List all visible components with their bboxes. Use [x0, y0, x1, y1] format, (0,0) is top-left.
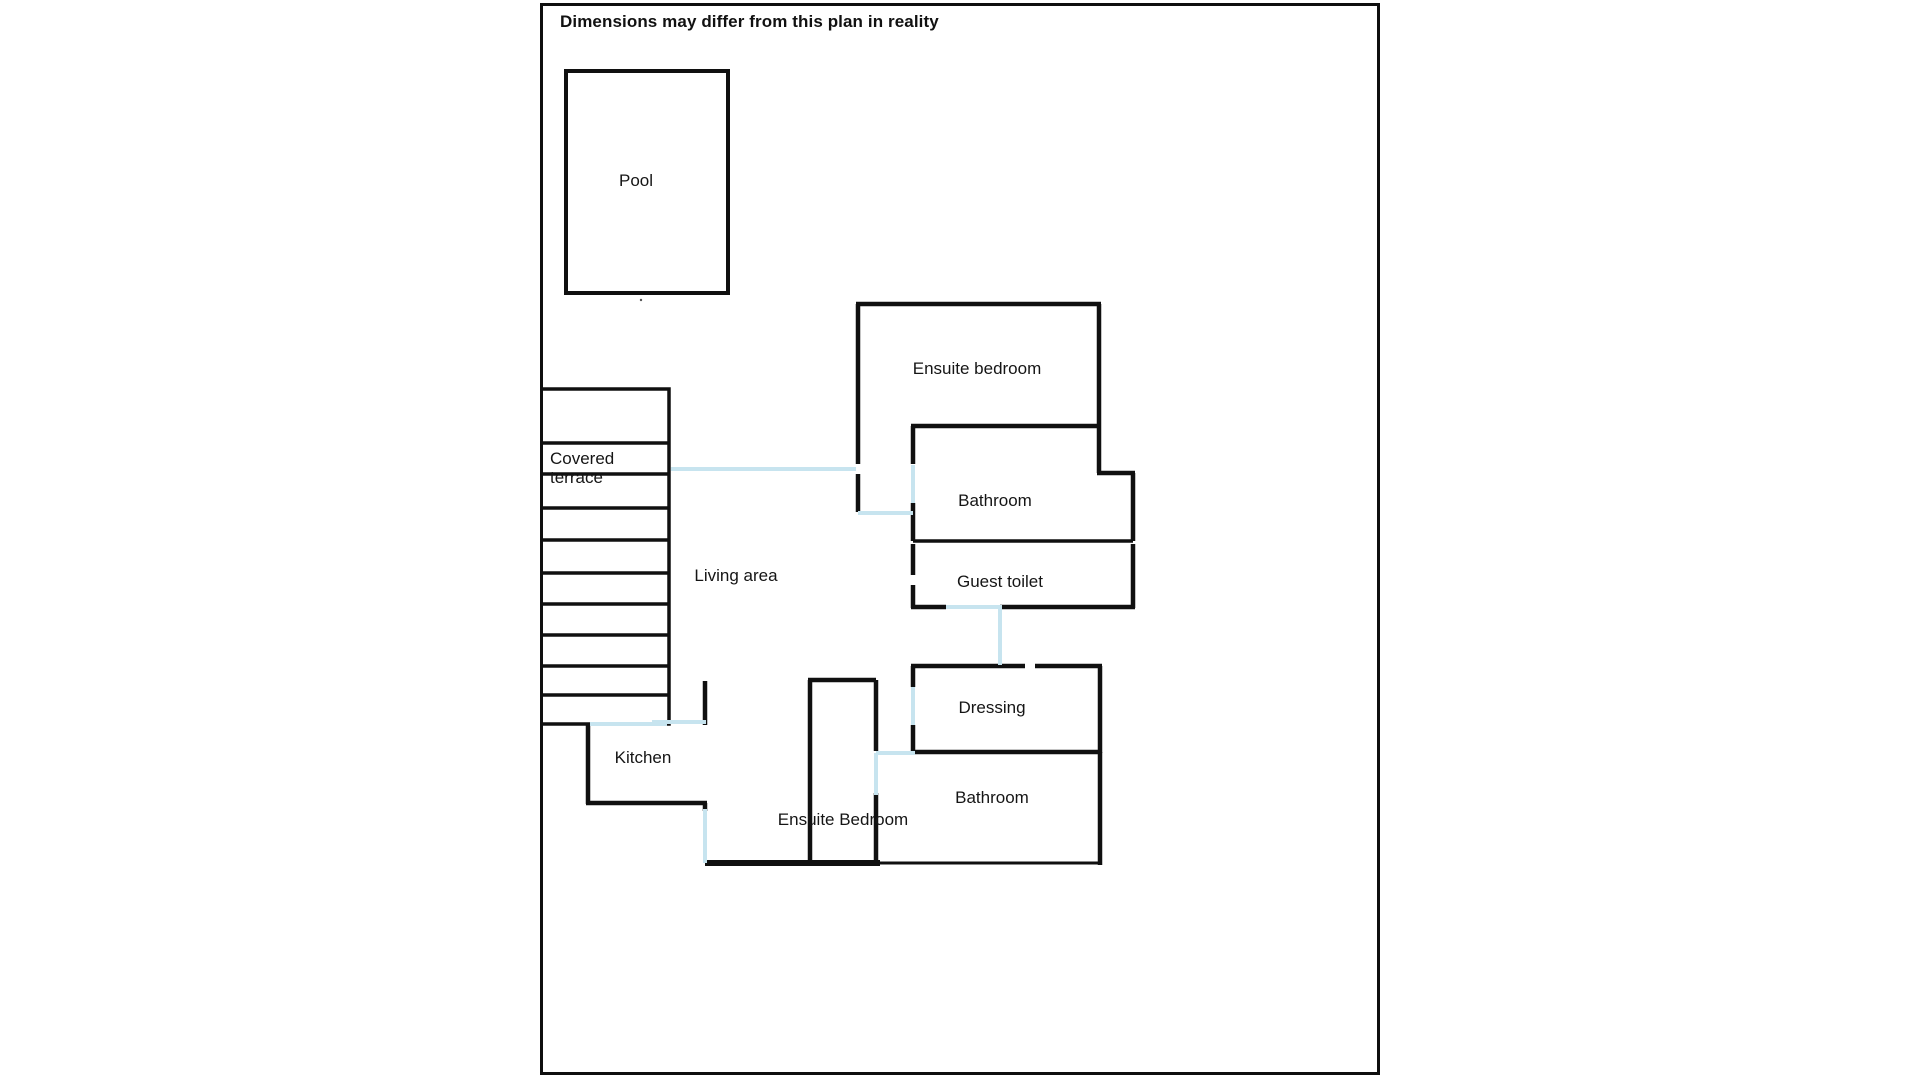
room-bathroom-upper: Bathroom	[910, 426, 1136, 543]
room-bathroom-lower: Ensuite Bedroom	[705, 677, 908, 866]
dressing-label: Dressing	[958, 698, 1025, 717]
room-ensuite-bedroom-upper: Ensuite bedroom	[855, 301, 1102, 512]
bathroom-lower-label: Ensuite Bedroom	[778, 810, 908, 829]
kitchen-label: Kitchen	[615, 748, 672, 767]
terrace-outline	[540, 387, 671, 726]
room-dressing: Dressing	[910, 663, 1103, 755]
pool-dot-marker	[639, 298, 643, 302]
room-guest-toilet: Guest toilet	[910, 544, 1136, 610]
guest-toilet-label: Guest toilet	[957, 572, 1043, 591]
terrace-label-line2: terrace	[550, 468, 603, 487]
room-ensuite-bedroom-lower: Bathroom	[873, 752, 1103, 865]
pool-label: Pool	[619, 171, 653, 190]
openings-layer	[590, 465, 1002, 863]
plan-note: Dimensions may differ from this plan in …	[560, 12, 939, 31]
terrace-label-line1: Covered	[550, 449, 614, 468]
floor-plan-drawing: Pool Covered terrace Living area Ensuite…	[540, 69, 1136, 866]
ensuite-bedroom-lower-label: Bathroom	[955, 788, 1029, 807]
room-covered-terrace: Covered terrace	[540, 387, 671, 726]
living-area-label: Living area	[694, 566, 778, 585]
plan-frame	[540, 3, 1380, 1075]
bathroom-upper-label: Bathroom	[958, 491, 1032, 510]
ensuite-bedroom-upper-label: Ensuite bedroom	[913, 359, 1042, 378]
room-kitchen: Kitchen	[585, 725, 708, 811]
pool-outline	[564, 69, 730, 295]
room-pool: Pool	[564, 69, 730, 302]
